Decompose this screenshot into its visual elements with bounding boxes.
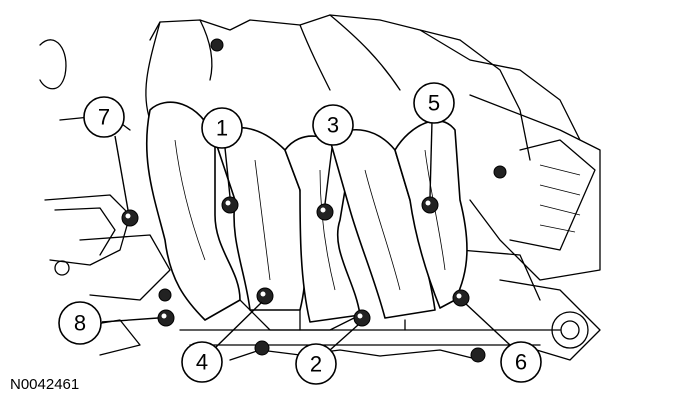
bolt-5	[421, 196, 439, 214]
callout-2: 2	[295, 343, 337, 385]
bolt-6	[452, 289, 470, 307]
callout-2-label: 2	[310, 352, 322, 377]
bolts	[121, 38, 507, 363]
engine-background	[39, 14, 601, 361]
callout-4: 4	[181, 341, 223, 383]
callout-5: 5	[413, 82, 455, 124]
callout-7-label: 7	[98, 105, 110, 130]
callout-4-label: 4	[196, 350, 208, 375]
callout-1: 1	[201, 107, 243, 149]
callout-8-label: 8	[74, 311, 86, 336]
callout-7: 7	[83, 96, 125, 138]
callout-1-label: 1	[216, 116, 228, 141]
intake-runners	[145, 101, 468, 331]
bolt-7	[121, 209, 139, 227]
callout-3: 3	[312, 104, 354, 146]
callout-6: 6	[500, 341, 542, 383]
callout-6-label: 6	[515, 350, 527, 375]
callout-5-label: 5	[428, 91, 440, 116]
bolt-8	[157, 309, 175, 327]
callout-8: 8	[58, 301, 102, 345]
bolt-4	[256, 287, 274, 305]
figure-id: N0042461	[10, 376, 80, 393]
bolt-1	[221, 196, 239, 214]
bolt-2	[353, 309, 371, 327]
leader-lines	[101, 120, 511, 351]
bolt-3	[316, 203, 334, 221]
bolt-misc	[158, 38, 507, 363]
callout-3-label: 3	[327, 113, 339, 138]
